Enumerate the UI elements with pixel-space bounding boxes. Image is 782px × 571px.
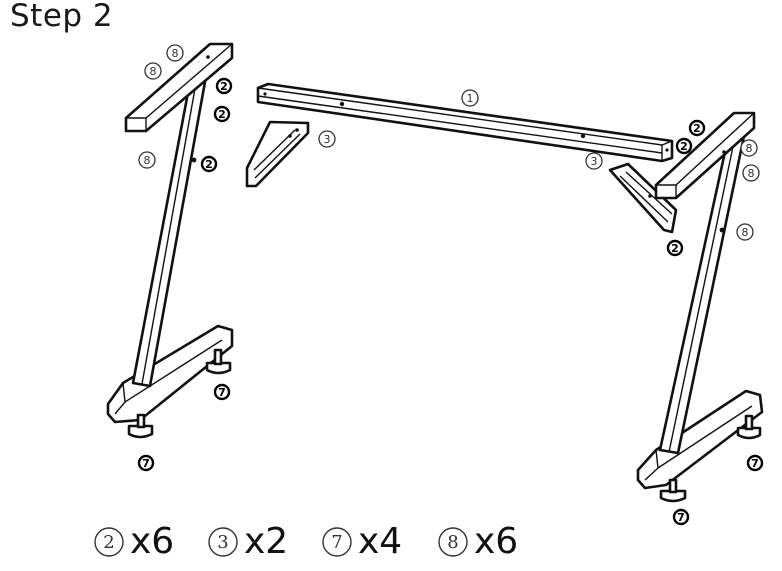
svg-text:2: 2 <box>671 242 679 255</box>
crossbar <box>256 82 674 163</box>
part-number-badge: 2 <box>94 527 124 557</box>
svg-text:2: 2 <box>220 80 228 93</box>
part-number-badge: 7 <box>322 527 352 557</box>
svg-text:8: 8 <box>746 142 753 155</box>
svg-text:2: 2 <box>693 122 701 135</box>
svg-text:3: 3 <box>591 155 598 168</box>
right-bracket <box>608 162 678 234</box>
callout-bracket-3-left: 3 <box>318 130 336 148</box>
svg-text:7: 7 <box>218 386 226 399</box>
svg-text:7: 7 <box>677 511 685 524</box>
callout-foot-7: 7 <box>137 454 155 472</box>
callout-screw-2: 2 <box>215 77 233 95</box>
callout-bracket-3-right: 3 <box>585 152 603 170</box>
legend-item-cap: 8 x6 <box>436 520 518 564</box>
left-bracket <box>245 120 310 188</box>
legend-quantity: x2 <box>244 521 289 562</box>
callout-foot-7: 7 <box>746 454 764 472</box>
legend-item-foot: 7 x4 <box>320 520 402 564</box>
svg-text:7: 7 <box>331 532 342 553</box>
parts-legend: 2 x6 3 x2 7 x4 8 x6 <box>92 520 772 564</box>
callout-screw-2: 2 <box>675 137 693 155</box>
svg-text:3: 3 <box>324 133 331 146</box>
callout-cap-8: 8 <box>736 223 754 241</box>
legend-quantity: x4 <box>358 521 403 562</box>
svg-text:8: 8 <box>447 532 458 553</box>
svg-text:7: 7 <box>751 457 759 470</box>
left-leg <box>106 42 234 439</box>
callout-foot-7: 7 <box>672 508 690 526</box>
legend-item-screw: 2 x6 <box>92 520 174 564</box>
svg-text:2: 2 <box>205 158 213 171</box>
callout-cap-8: 8 <box>144 62 162 80</box>
right-leg <box>636 111 764 503</box>
part-number-badge: 8 <box>438 527 468 557</box>
svg-text:7: 7 <box>142 457 150 470</box>
step-title: Step 2 <box>10 0 114 34</box>
legend-quantity: x6 <box>130 521 175 562</box>
callout-foot-7: 7 <box>213 383 231 401</box>
svg-text:8: 8 <box>144 154 151 167</box>
callout-cap-8: 8 <box>166 44 184 62</box>
callout-screw-2: 2 <box>666 239 684 257</box>
svg-text:8: 8 <box>172 47 179 60</box>
svg-text:1: 1 <box>467 92 474 105</box>
callout-crossbar-1: 1 <box>461 89 479 107</box>
callout-cap-8: 8 <box>742 164 760 182</box>
svg-text:2: 2 <box>218 108 226 121</box>
callout-screw-2: 2 <box>688 119 706 137</box>
svg-text:3: 3 <box>217 532 228 553</box>
svg-text:2: 2 <box>680 140 688 153</box>
callout-screw-2: 2 <box>213 105 231 123</box>
legend-quantity: x6 <box>474 521 519 562</box>
callout-screw-2: 2 <box>200 155 218 173</box>
svg-text:2: 2 <box>103 532 114 553</box>
callout-cap-8: 8 <box>138 151 156 169</box>
part-number-badge: 3 <box>208 527 238 557</box>
callout-cap-8: 8 <box>740 139 758 157</box>
svg-text:8: 8 <box>150 65 157 78</box>
svg-text:8: 8 <box>742 226 749 239</box>
legend-item-bracket: 3 x2 <box>206 520 288 564</box>
svg-text:8: 8 <box>748 167 755 180</box>
